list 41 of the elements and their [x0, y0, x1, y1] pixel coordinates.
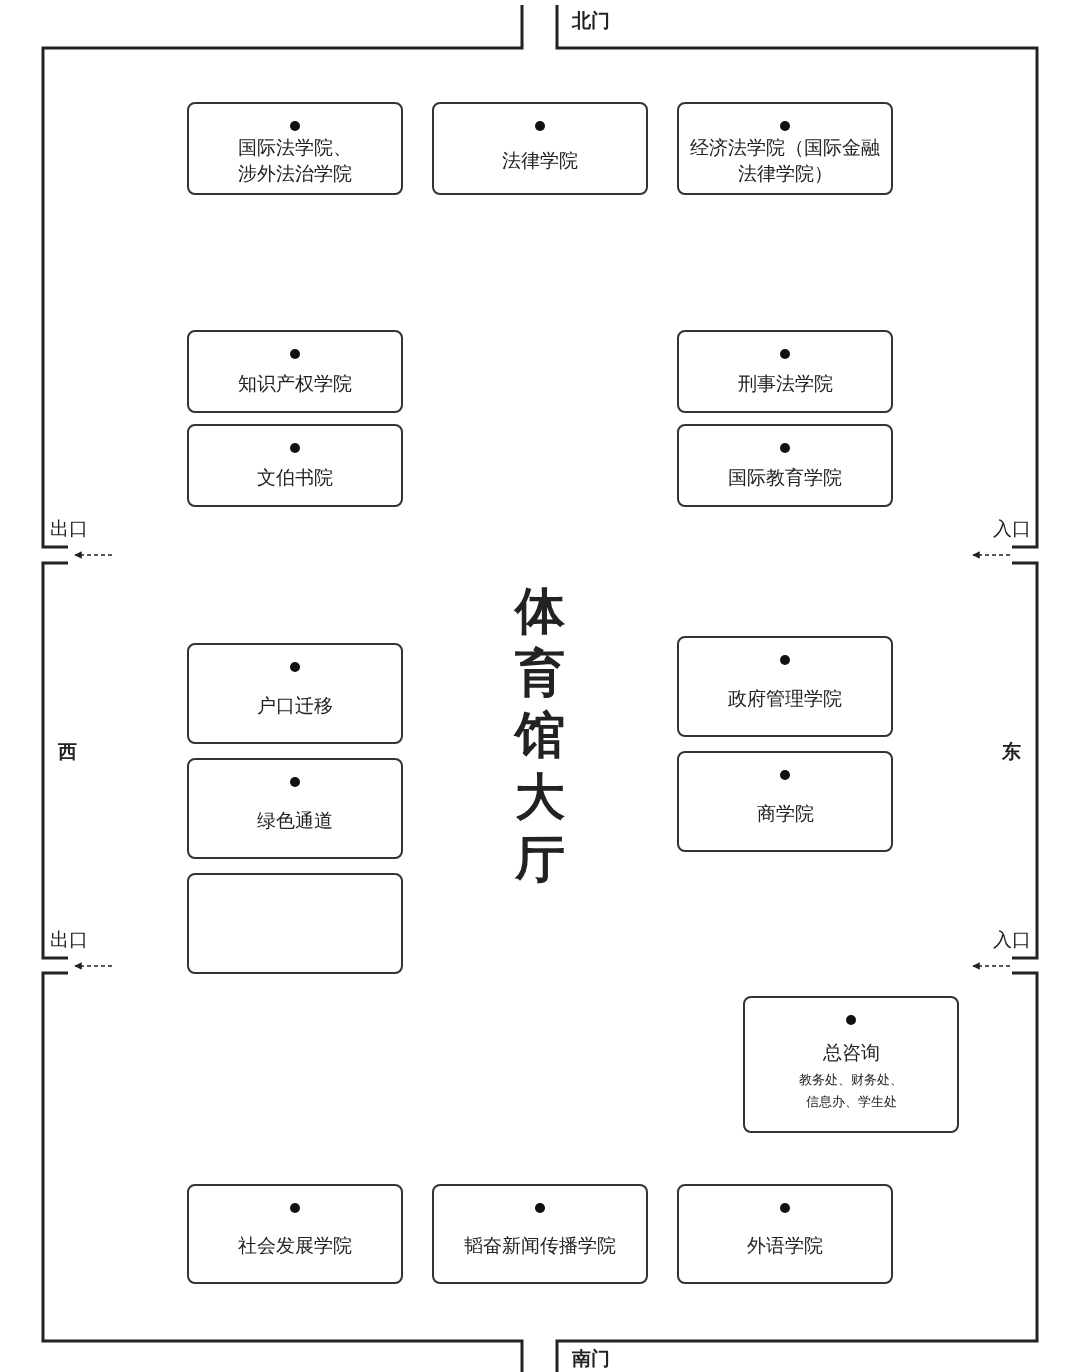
booth-box — [187, 758, 403, 859]
booth-box — [187, 330, 403, 413]
booth-name: 经济法学院（国际金融法律学院） — [689, 134, 881, 186]
booth-box — [432, 102, 648, 195]
booth-name: 户口迁移 — [257, 692, 333, 718]
booth-box — [677, 424, 893, 507]
entrance-label: 入口 — [993, 927, 1031, 952]
booth-box — [677, 751, 893, 852]
booth-name: 外语学院 — [747, 1233, 823, 1258]
booth-name: 文伯书院 — [257, 464, 333, 490]
entrance-label: 入口 — [993, 516, 1031, 541]
booth-name: 法律学院 — [502, 147, 578, 173]
booth-name: 刑事法学院 — [737, 370, 833, 396]
booth-name: 商学院 — [756, 800, 814, 826]
direction-label: 西 — [58, 739, 77, 764]
booth-box — [432, 1184, 648, 1284]
booth-name: 国际法学院、涉外法治学院 — [237, 134, 353, 186]
direction-label: 东 — [1002, 739, 1021, 764]
booth-box — [677, 1184, 893, 1284]
booth-box — [187, 1184, 403, 1284]
gate-label: 北门 — [572, 8, 610, 33]
gate-label: 南门 — [572, 1346, 610, 1371]
hall-title: 体育馆大厅 — [512, 581, 566, 890]
booth-detail: 教务处、财务处、信息办、学生处 — [798, 1070, 904, 1111]
booth-box — [677, 636, 893, 737]
booth-name: 总咨询 — [822, 1039, 880, 1065]
booth-box — [187, 424, 403, 507]
exit-label: 出口 — [50, 516, 88, 541]
booth-name: 韬奋新闻传播学院 — [464, 1233, 616, 1258]
booth-name: 社会发展学院 — [238, 1233, 352, 1258]
booth-name: 国际教育学院 — [728, 464, 842, 490]
booth-box — [743, 996, 959, 1133]
booth-box — [677, 330, 893, 413]
exit-label: 出口 — [50, 927, 88, 952]
booth-box — [187, 102, 403, 195]
booth-name: 绿色通道 — [257, 807, 333, 833]
booth-box — [187, 873, 403, 974]
booth-name: 知识产权学院 — [238, 370, 352, 396]
booth-box — [677, 102, 893, 195]
booth-box — [187, 643, 403, 744]
booth-name: 政府管理学院 — [728, 685, 842, 711]
